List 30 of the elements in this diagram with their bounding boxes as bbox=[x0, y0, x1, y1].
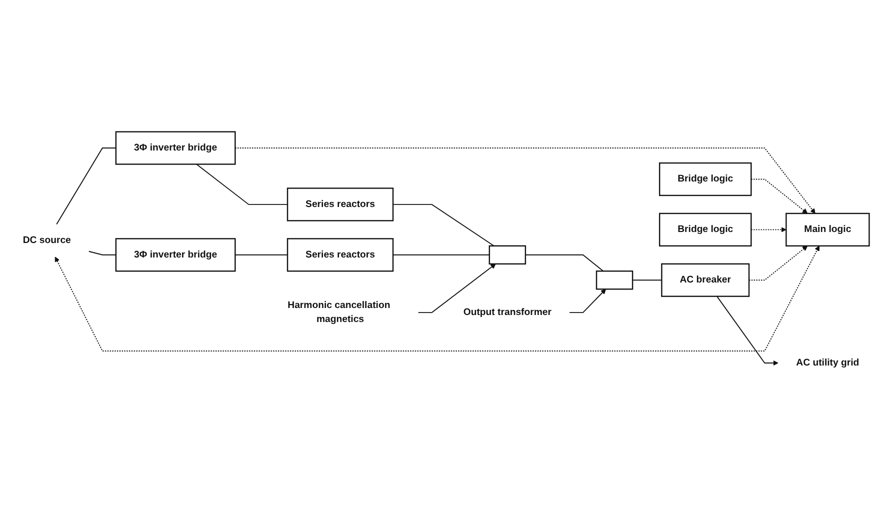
arrow bbox=[418, 264, 496, 314]
connector bbox=[196, 164, 288, 205]
node-box: Series reactors bbox=[286, 188, 394, 222]
node-box bbox=[488, 245, 526, 265]
arrow bbox=[234, 148, 816, 214]
node-box bbox=[596, 270, 634, 290]
node-box: Bridge logic bbox=[658, 162, 752, 196]
node-box: 3Φ inverter bridge bbox=[115, 131, 236, 165]
node-text: DC source bbox=[22, 235, 71, 246]
arrow bbox=[750, 227, 786, 232]
arrow bbox=[569, 288, 606, 314]
node-box: Bridge logic bbox=[658, 212, 752, 246]
arrow bbox=[54, 246, 820, 352]
node-box: 3Φ inverter bridge bbox=[115, 238, 236, 272]
node-text: AC utility grid bbox=[796, 358, 860, 368]
node-box: Series reactors bbox=[286, 238, 394, 272]
connector bbox=[392, 204, 494, 246]
node-text: Output transformer bbox=[463, 307, 552, 318]
connector bbox=[234, 254, 288, 256]
arrow bbox=[716, 296, 778, 366]
node-text: Harmonic cancellation magnetics bbox=[288, 300, 390, 325]
arrow bbox=[748, 246, 808, 281]
connector bbox=[524, 254, 604, 272]
node-box: Main logic bbox=[786, 212, 870, 246]
connector bbox=[392, 254, 490, 256]
connector bbox=[56, 148, 116, 225]
node-box: AC breaker bbox=[661, 263, 750, 297]
connector bbox=[88, 250, 116, 256]
connector bbox=[632, 280, 662, 281]
arrow bbox=[750, 178, 808, 214]
